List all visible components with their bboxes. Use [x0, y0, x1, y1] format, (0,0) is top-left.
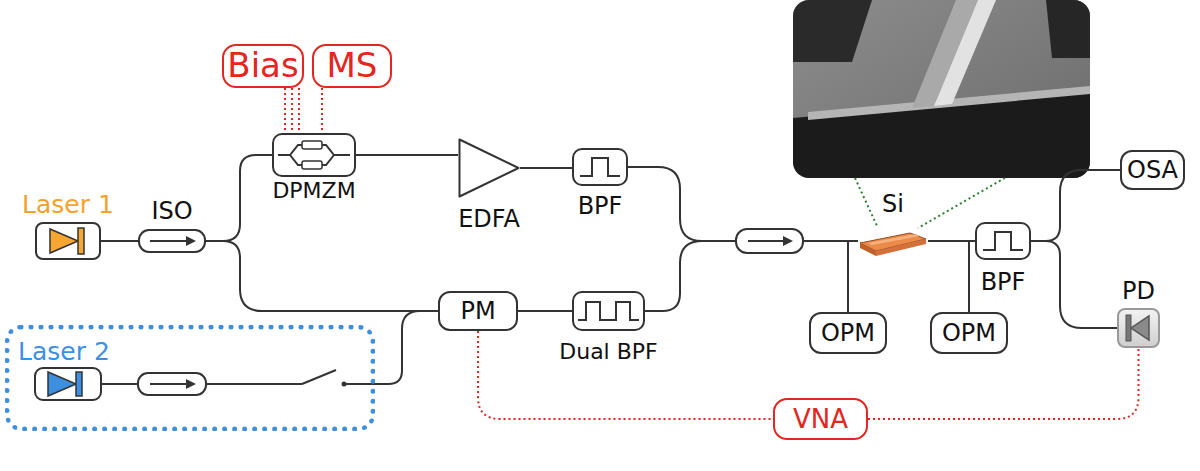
laser-symbol-box: [35, 368, 101, 400]
rf-link: [321, 88, 323, 133]
modulator-box: DPMZM: [272, 133, 356, 177]
node-label: VNA: [793, 405, 848, 434]
rf-link: [285, 88, 299, 133]
amplifier-triangle: [460, 140, 519, 197]
laser-symbol: [76, 372, 82, 396]
chip-side: [860, 243, 876, 256]
filter-icon: [574, 293, 643, 329]
node-label: OSA: [1127, 157, 1178, 183]
fiber-link: [628, 167, 858, 241]
zoom-leader: [918, 178, 1005, 228]
fiber-link: [645, 241, 858, 311]
laser-source: Laser 1: [35, 222, 101, 260]
laser-icon: [37, 224, 99, 258]
isolator-arrow: [150, 240, 188, 242]
node-label: BPF: [578, 193, 623, 219]
rf-link: [478, 331, 773, 419]
isolator-arrow: [186, 379, 196, 389]
sem-ridge-top: [934, 0, 996, 106]
sem-inset: [793, 0, 1090, 178]
node-label: EDFA: [458, 206, 520, 232]
modulator-electrode: [302, 141, 322, 149]
filter-box: BPF: [572, 148, 628, 186]
fiber-link: [206, 241, 438, 311]
node-label: OPM: [942, 320, 996, 346]
modulator-electrode: [302, 161, 322, 169]
photodiode-symbol: [1131, 316, 1149, 340]
node-label: BPF: [981, 269, 1026, 295]
node-label: PM: [460, 298, 495, 324]
chip-device: Si: [858, 225, 928, 257]
modulator-icon: [274, 135, 354, 175]
amplifier-outline: [458, 138, 520, 198]
photodiode-icon: [1119, 310, 1158, 346]
modulator-box: PM: [438, 291, 518, 331]
fiber-link: [928, 240, 975, 242]
laser-symbol: [78, 228, 84, 254]
tap-fiber: [968, 241, 970, 312]
circulator-arrow: [783, 236, 793, 246]
fiber-link: [1031, 170, 1120, 241]
fiber-link: [101, 240, 138, 242]
laser-symbol: [48, 372, 76, 396]
node-label: Bias: [227, 47, 298, 84]
node-label: Dual BPF: [559, 340, 657, 364]
instrument-box: OSA: [1120, 150, 1185, 190]
node-label: Laser 1: [22, 191, 114, 219]
zoom-leader: [855, 178, 878, 228]
sem-trench: [1046, 0, 1090, 58]
laser-symbol: [50, 229, 78, 253]
fiber: [101, 383, 138, 385]
fiber-link: [518, 310, 572, 312]
filter-passband: [578, 302, 639, 320]
chip-waveguide: [868, 234, 920, 245]
circulator-arrow: [748, 240, 785, 242]
photodetector: PD: [1117, 308, 1160, 348]
control-box: MS: [312, 44, 392, 88]
filter-passband: [580, 158, 620, 176]
isolator-box: [138, 373, 206, 395]
node-label: DPMZM: [272, 179, 355, 203]
instrument-box: OPM: [809, 312, 887, 354]
fiber-link: [1031, 241, 1117, 328]
isolator-arrow: [186, 236, 196, 246]
optional-group: Laser 2: [5, 325, 375, 431]
node-label: Laser 2: [18, 338, 110, 366]
chip-icon: [858, 225, 928, 257]
sem-background: [793, 0, 1090, 178]
instrument-box: VNA: [773, 398, 868, 440]
fiber-link: [520, 167, 572, 169]
filter-icon: [977, 224, 1029, 258]
isolator-box: ISO: [138, 229, 206, 253]
instrument-box: OPM: [930, 312, 1008, 354]
node-label: MS: [327, 47, 378, 84]
filter-icon: [574, 150, 626, 184]
fiber-link: [356, 154, 458, 156]
circulator-box: [736, 229, 803, 253]
isolator-arrow: [150, 383, 188, 385]
switch-blade: [302, 370, 336, 384]
node-label: PD: [1122, 278, 1155, 304]
node-label: Si: [882, 191, 904, 217]
fiber-link: [375, 311, 438, 384]
node-label: ISO: [151, 198, 192, 224]
filter-box: BPF: [975, 222, 1031, 260]
rf-link: [868, 348, 1139, 419]
fiber: [206, 383, 302, 385]
control-box: Bias: [222, 44, 304, 88]
isolator-icon: [140, 231, 204, 251]
fiber-link: [206, 155, 272, 241]
amplifier: EDFA: [458, 138, 520, 198]
filter-box: Dual BPF: [572, 291, 645, 331]
photodiode-symbol: [1126, 315, 1131, 341]
filter-passband: [983, 232, 1023, 250]
sem-trench: [793, 0, 872, 62]
node-label: OPM: [821, 320, 875, 346]
tap-fiber: [847, 241, 849, 312]
